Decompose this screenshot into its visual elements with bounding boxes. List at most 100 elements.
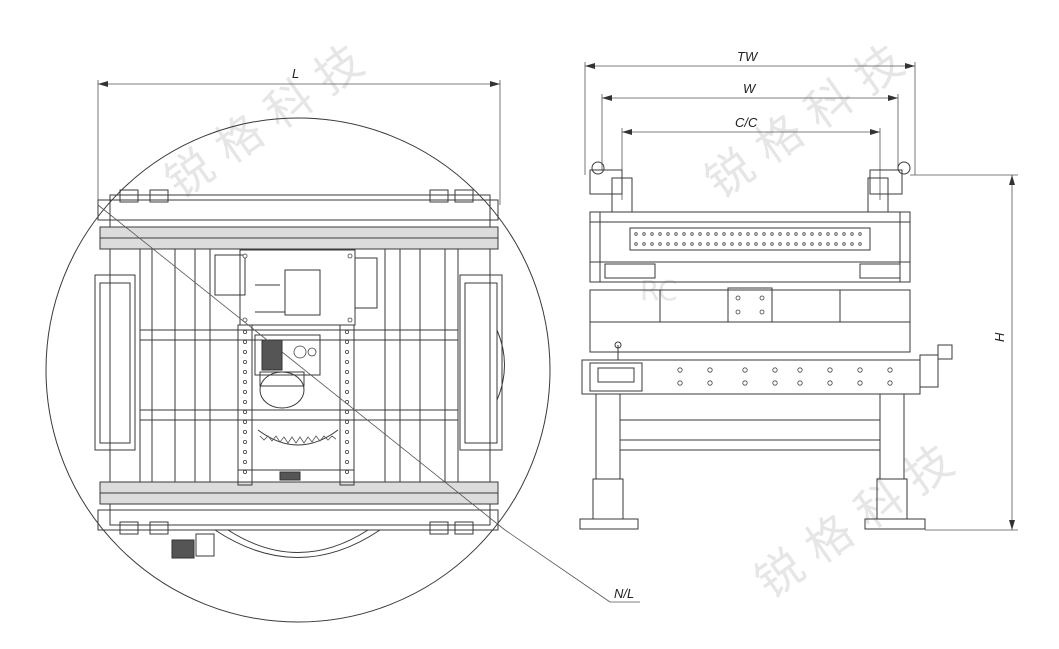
hole bbox=[742, 367, 748, 373]
hole bbox=[344, 439, 349, 444]
bottom-handle bbox=[214, 529, 381, 558]
hole bbox=[738, 232, 742, 236]
hole bbox=[826, 232, 830, 236]
hole bbox=[242, 409, 247, 414]
hole bbox=[754, 232, 758, 236]
hole bbox=[634, 242, 638, 246]
hole bbox=[677, 367, 683, 373]
hole bbox=[714, 232, 718, 236]
hole bbox=[242, 419, 247, 424]
hole bbox=[786, 242, 790, 246]
motor-plate bbox=[239, 249, 356, 326]
hole bbox=[666, 232, 670, 236]
hole bbox=[344, 409, 349, 414]
dimension-TW-label: TW bbox=[737, 49, 759, 64]
right-perforated-plate bbox=[339, 324, 355, 486]
rotation-circle bbox=[45, 117, 551, 623]
hole bbox=[658, 242, 662, 246]
hole bbox=[242, 339, 247, 344]
dimension-CC-label: C/C bbox=[735, 115, 758, 130]
hole bbox=[344, 359, 349, 364]
main-frame bbox=[109, 194, 491, 526]
hole bbox=[794, 242, 798, 246]
hole bbox=[706, 242, 710, 246]
hole bbox=[344, 449, 349, 454]
hole bbox=[658, 232, 662, 236]
watermark-text-bottom: 锐 格 科 技 bbox=[745, 434, 963, 609]
hole bbox=[344, 329, 349, 334]
hole bbox=[706, 232, 710, 236]
hole bbox=[242, 359, 247, 364]
hole bbox=[344, 379, 349, 384]
dimension-TW: TW bbox=[584, 49, 916, 175]
hole bbox=[762, 242, 766, 246]
hole bbox=[242, 369, 247, 374]
hole bbox=[778, 232, 782, 236]
mid-frame bbox=[589, 289, 911, 323]
gearbox bbox=[254, 334, 321, 376]
hole bbox=[730, 232, 734, 236]
hole bbox=[642, 232, 646, 236]
hole bbox=[722, 242, 726, 246]
hole bbox=[242, 349, 247, 354]
hole bbox=[707, 367, 713, 373]
hole bbox=[887, 367, 893, 373]
hole bbox=[690, 242, 694, 246]
hole bbox=[802, 232, 806, 236]
hole bbox=[818, 242, 822, 246]
hole bbox=[344, 419, 349, 424]
hole bbox=[674, 242, 678, 246]
dimension-W-label: W bbox=[743, 81, 757, 96]
hole bbox=[857, 367, 863, 373]
top-view: L bbox=[45, 66, 640, 623]
hole bbox=[857, 380, 863, 386]
hole bbox=[754, 242, 758, 246]
hole bbox=[827, 380, 833, 386]
hole bbox=[242, 429, 247, 434]
hole bbox=[742, 380, 748, 386]
hole bbox=[242, 379, 247, 384]
hole bbox=[344, 349, 349, 354]
hole bbox=[690, 232, 694, 236]
left-guide bbox=[589, 169, 623, 195]
base-chassis bbox=[581, 359, 921, 395]
dimension-L-label: L bbox=[292, 66, 299, 81]
hole bbox=[850, 232, 854, 236]
hole bbox=[242, 439, 247, 444]
hole bbox=[797, 380, 803, 386]
hole bbox=[778, 242, 782, 246]
dimension-W: W bbox=[601, 81, 899, 170]
hole bbox=[746, 232, 750, 236]
hole bbox=[786, 232, 790, 236]
hole bbox=[772, 367, 778, 373]
hole bbox=[794, 232, 798, 236]
hole bbox=[242, 399, 247, 404]
hole bbox=[682, 232, 686, 236]
hole bbox=[722, 232, 726, 236]
hole bbox=[674, 232, 678, 236]
motor bbox=[259, 371, 305, 409]
hole bbox=[677, 380, 683, 386]
hole bbox=[242, 459, 247, 464]
hole bbox=[802, 242, 806, 246]
hole bbox=[810, 242, 814, 246]
hole bbox=[738, 242, 742, 246]
hole bbox=[682, 242, 686, 246]
hole bbox=[642, 242, 646, 246]
hole bbox=[797, 367, 803, 373]
hole bbox=[242, 389, 247, 394]
hole bbox=[344, 369, 349, 374]
hole bbox=[730, 242, 734, 246]
hole bbox=[827, 367, 833, 373]
hole bbox=[344, 469, 349, 474]
hole bbox=[762, 232, 766, 236]
slewing-gear bbox=[257, 429, 339, 446]
right-guide bbox=[869, 169, 903, 195]
hole bbox=[850, 242, 854, 246]
dimension-L: L bbox=[97, 66, 501, 205]
hole bbox=[887, 380, 893, 386]
hole bbox=[772, 380, 778, 386]
hole bbox=[707, 380, 713, 386]
hole bbox=[242, 449, 247, 454]
dimension-H-label: H bbox=[992, 332, 1007, 342]
